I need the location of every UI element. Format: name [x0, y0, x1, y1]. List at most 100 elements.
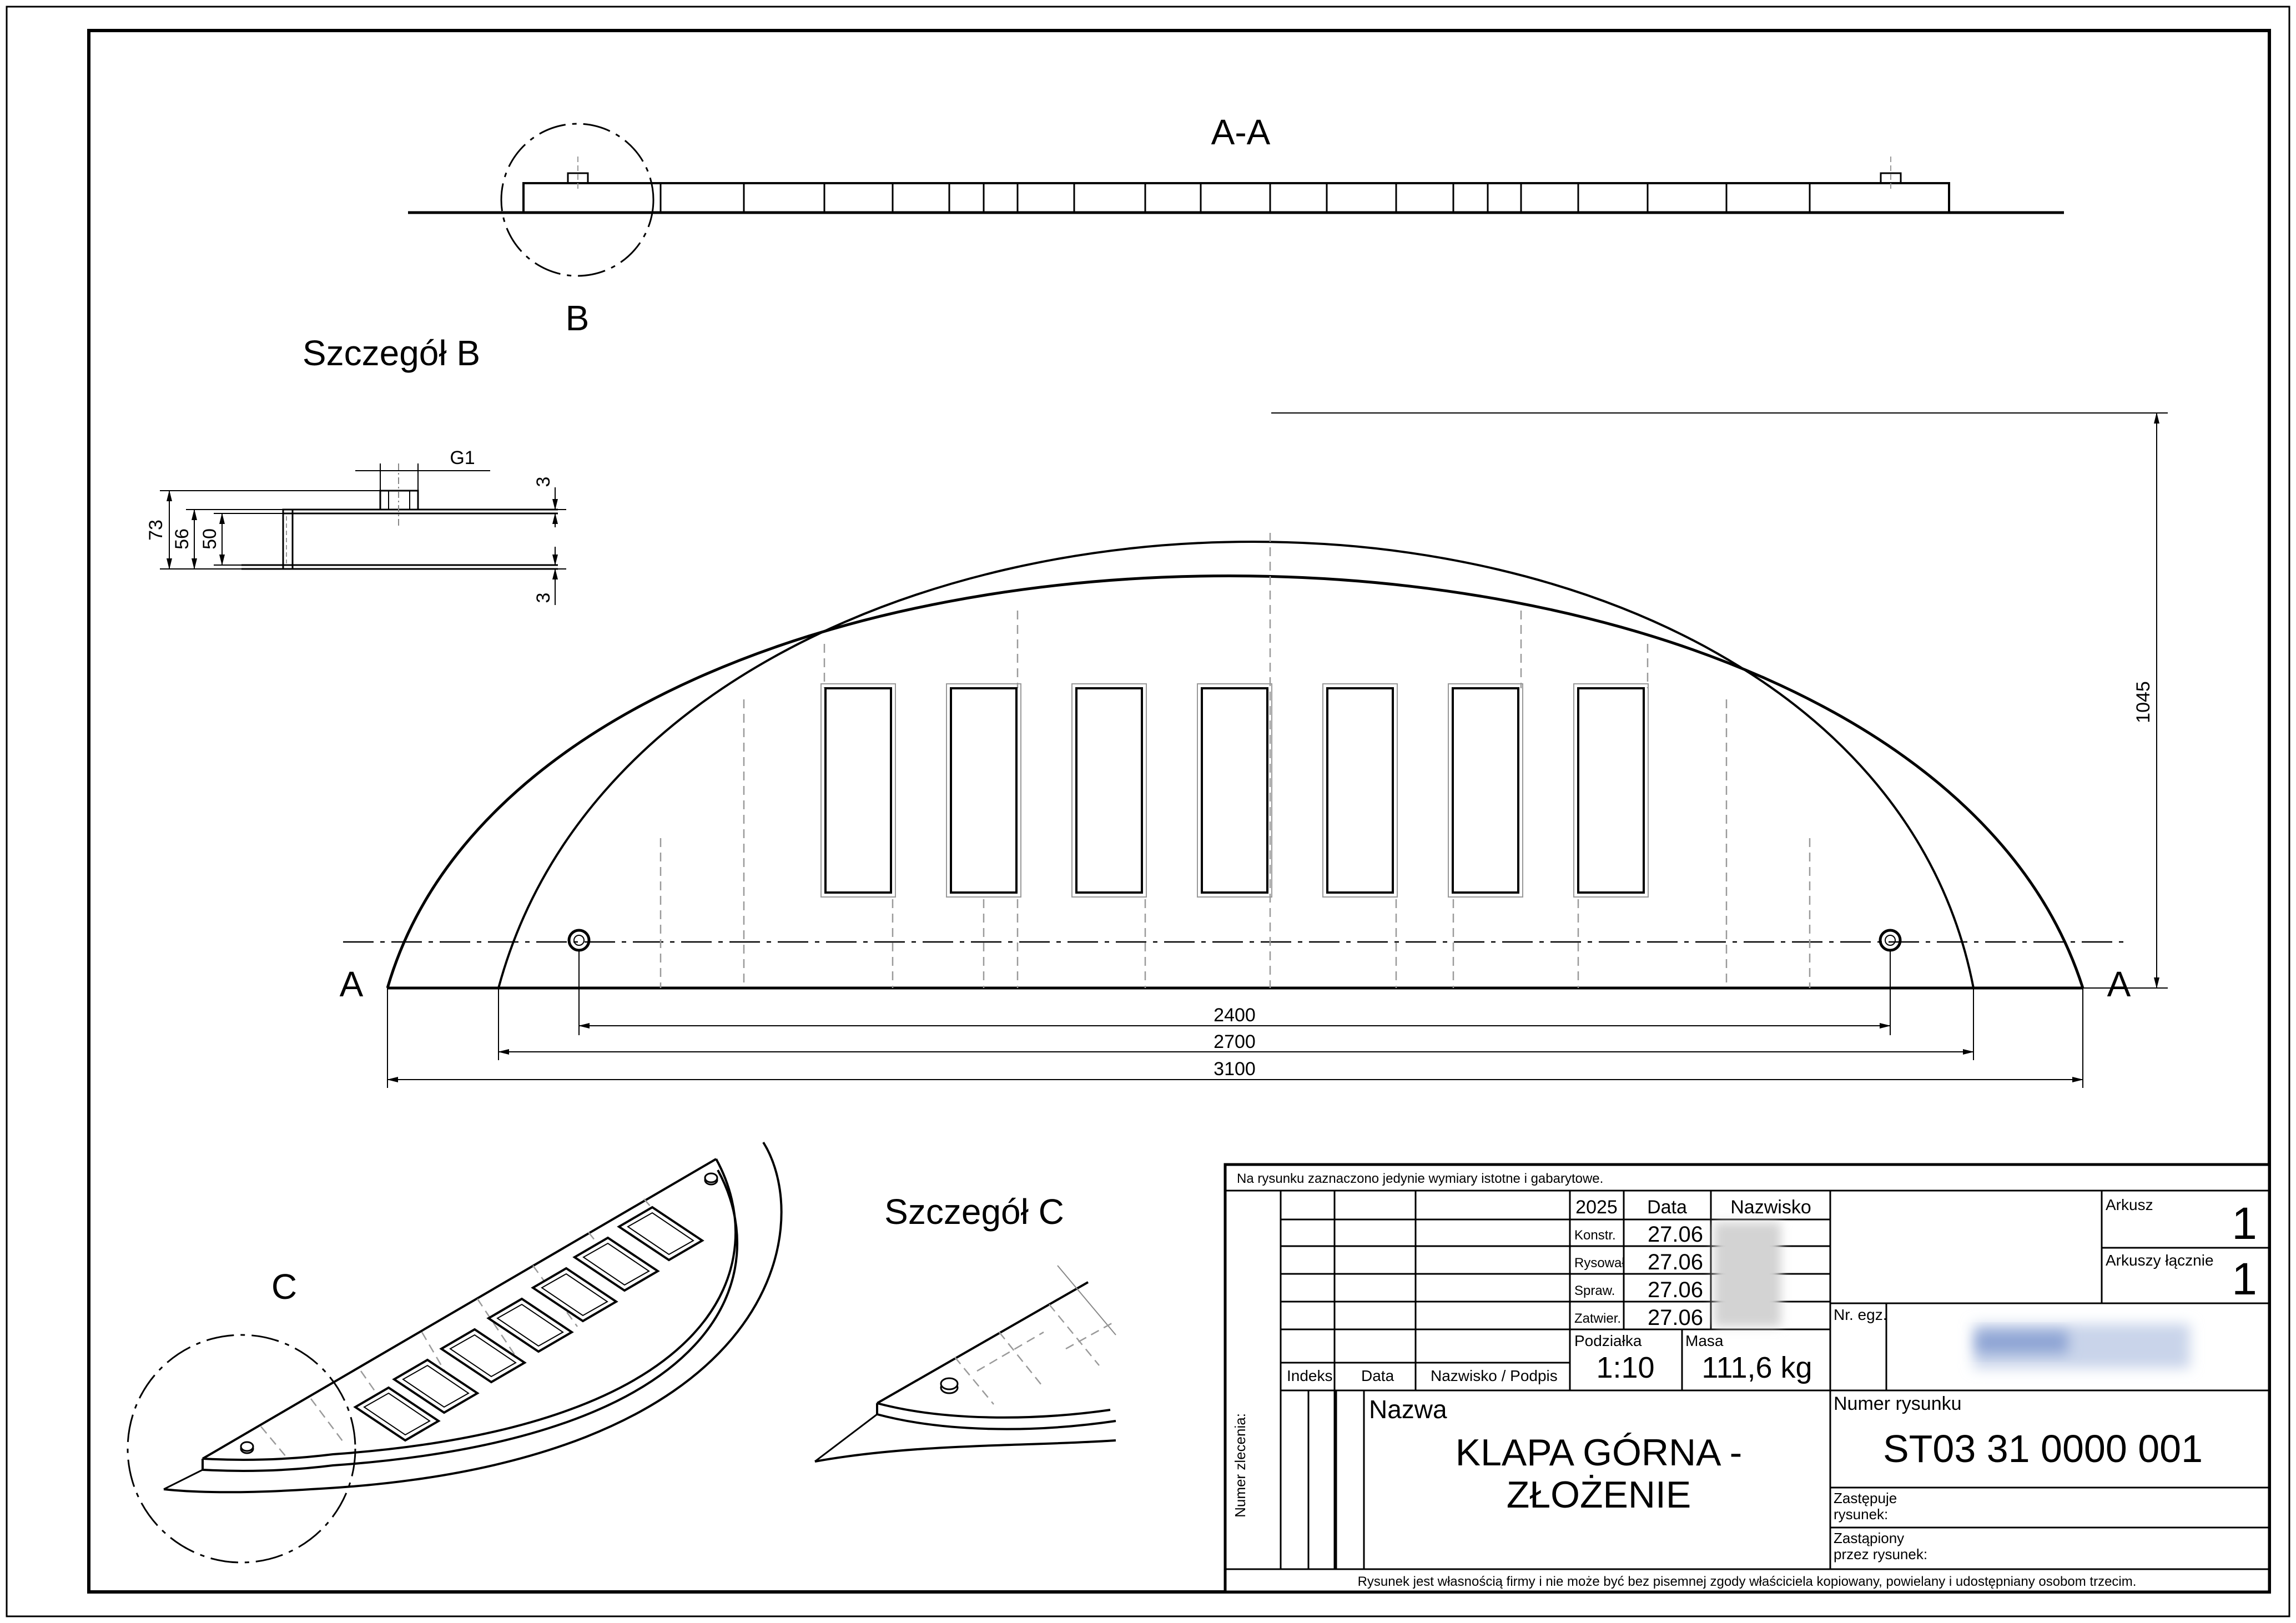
footer-text: Rysunek jest własnością firmy i nie może…	[1358, 1574, 2137, 1589]
dim-3-top: 3	[533, 477, 554, 487]
nazwa-label: Nazwa	[1369, 1395, 1447, 1424]
dim-3-bottom: 3	[533, 593, 554, 603]
detail-c-circle	[127, 1334, 356, 1564]
dim-2400: 2400	[1214, 1005, 1256, 1026]
slot	[1448, 683, 1523, 898]
masa-value: 111,6 kg	[1701, 1351, 1812, 1384]
podzialka-label: Podziałka	[1574, 1332, 1642, 1349]
detail-b-extension-lines	[160, 490, 566, 569]
slot	[1322, 683, 1398, 898]
detail-c-lower-edge	[814, 1439, 1116, 1463]
iso-slot	[617, 1206, 704, 1262]
title-block: Na rysunku zaznaczono jedynie wymiary is…	[1223, 1163, 2271, 1594]
detail-b-title: Szczegół B	[303, 333, 480, 373]
nazwa-line-1: KLAPA GÓRNA -	[1456, 1432, 1742, 1474]
numer-rysunku-value: ST03 31 0000 001	[1883, 1427, 2203, 1470]
detail-c-marker: C	[271, 1267, 297, 1307]
detail-b-marker: B	[566, 298, 590, 338]
slot	[1071, 683, 1147, 898]
section-body	[522, 182, 1950, 214]
section-arrow-right: A	[2107, 964, 2131, 1004]
detail-c-straight-edge	[877, 1281, 1089, 1404]
arkusz-value: 1	[2232, 1198, 2257, 1249]
col-nazwisko-header: Nazwisko	[1730, 1197, 1811, 1218]
hidden-ribs	[659, 533, 1811, 988]
detail-c-top-edge	[877, 1402, 1111, 1419]
slot	[1197, 683, 1272, 898]
zatwier-label: Zatwier.	[1574, 1311, 1621, 1326]
detail-b-circle	[500, 123, 654, 277]
nazwisko-podpis-label: Nazwisko / Podpis	[1431, 1367, 1558, 1384]
dim-1045: 1045	[2133, 681, 2154, 723]
iso-slots	[353, 1206, 704, 1442]
detail-c-view: Szczegół C	[814, 1192, 1116, 1463]
redacted-names	[1714, 1222, 1781, 1327]
dim-73: 73	[145, 520, 167, 541]
plan-view: A A	[340, 412, 2168, 1088]
masa-label: Masa	[1685, 1332, 1724, 1349]
iso-top-edge-upper	[202, 1170, 739, 1472]
section-ribs	[659, 183, 1811, 213]
zastepuje-label-1: Zastępuje	[1834, 1490, 1897, 1506]
zastepuje-label-2: rysunek:	[1834, 1506, 1888, 1523]
dim-50: 50	[199, 528, 220, 550]
iso-slot	[392, 1358, 480, 1414]
detail-c-fitting	[940, 1377, 959, 1394]
dimension-extension-lines	[387, 412, 2168, 1088]
indeks-label: Indeks	[1287, 1367, 1333, 1384]
outer-arc	[386, 574, 2084, 989]
numer-zlecenia-label: Numer zlecenia:	[1232, 1413, 1248, 1518]
data-label: Data	[1361, 1367, 1394, 1384]
date-spraw: 27.06	[1648, 1278, 1703, 1302]
nr-egz-label: Nr. egz.	[1834, 1306, 1887, 1323]
rysowal-label: Rysował	[1574, 1256, 1625, 1271]
iso-slot	[439, 1328, 527, 1384]
iso-fitting-left	[240, 1441, 254, 1454]
iso-slot	[531, 1267, 618, 1323]
date-konstr: 27.06	[1648, 1222, 1703, 1247]
iso-straight-edge	[202, 1158, 717, 1460]
slot	[946, 683, 1021, 898]
detail-b-view: Szczegół B G1 73 56 50	[145, 333, 566, 605]
vent-slots	[820, 683, 1649, 898]
dim-3100: 3100	[1214, 1059, 1256, 1080]
g1-thread-label: G1	[450, 447, 475, 468]
iso-slot	[572, 1236, 660, 1292]
iso-hidden-ribs	[260, 1198, 683, 1460]
date-rysowal: 27.06	[1648, 1250, 1703, 1274]
section-aa-view: A-A B	[408, 112, 2064, 338]
outer-trim-border	[6, 6, 2290, 1617]
arkuszy-value: 1	[2232, 1254, 2257, 1304]
isometric-view: C	[127, 1141, 783, 1564]
detail-c-title: Szczegół C	[884, 1192, 1064, 1232]
slot	[1573, 683, 1649, 898]
nazwa-line-2: ZŁOŻENIE	[1507, 1474, 1691, 1516]
arkuszy-label: Arkuszy łącznie	[2106, 1252, 2214, 1269]
zastapiony-label-2: przez rysunek:	[1834, 1546, 1927, 1562]
left-fitting-plan	[567, 929, 591, 952]
right-fitting-plan	[1879, 929, 1902, 952]
slot	[820, 683, 896, 898]
spraw-label: Spraw.	[1574, 1283, 1615, 1298]
date-zatwier: 27.06	[1648, 1306, 1703, 1330]
detail-c-hidden	[954, 1304, 1116, 1405]
iso-fitting-right	[704, 1172, 718, 1186]
iso-slot	[486, 1297, 574, 1353]
arkusz-label: Arkusz	[2106, 1196, 2153, 1213]
dim-2700: 2700	[1214, 1031, 1256, 1052]
dim-56: 56	[172, 528, 193, 550]
zastapiony-label-1: Zastąpiony	[1834, 1530, 1904, 1546]
podzialka-value: 1:10	[1596, 1351, 1654, 1384]
iso-slot	[353, 1386, 441, 1442]
iso-outer-edge	[163, 1141, 783, 1494]
section-aa-label: A-A	[1211, 112, 1271, 152]
drawing-frame	[87, 29, 2271, 1594]
numer-rysunku-label: Numer rysunku	[1834, 1393, 1962, 1414]
side-wall	[282, 508, 294, 570]
konstr-label: Konstr.	[1574, 1228, 1616, 1243]
col-data-header: Data	[1647, 1197, 1687, 1218]
section-arrow-left: A	[340, 964, 364, 1004]
note-text: Na rysunku zaznaczono jedynie wymiary is…	[1237, 1171, 1603, 1186]
year: 2025	[1575, 1197, 1618, 1218]
